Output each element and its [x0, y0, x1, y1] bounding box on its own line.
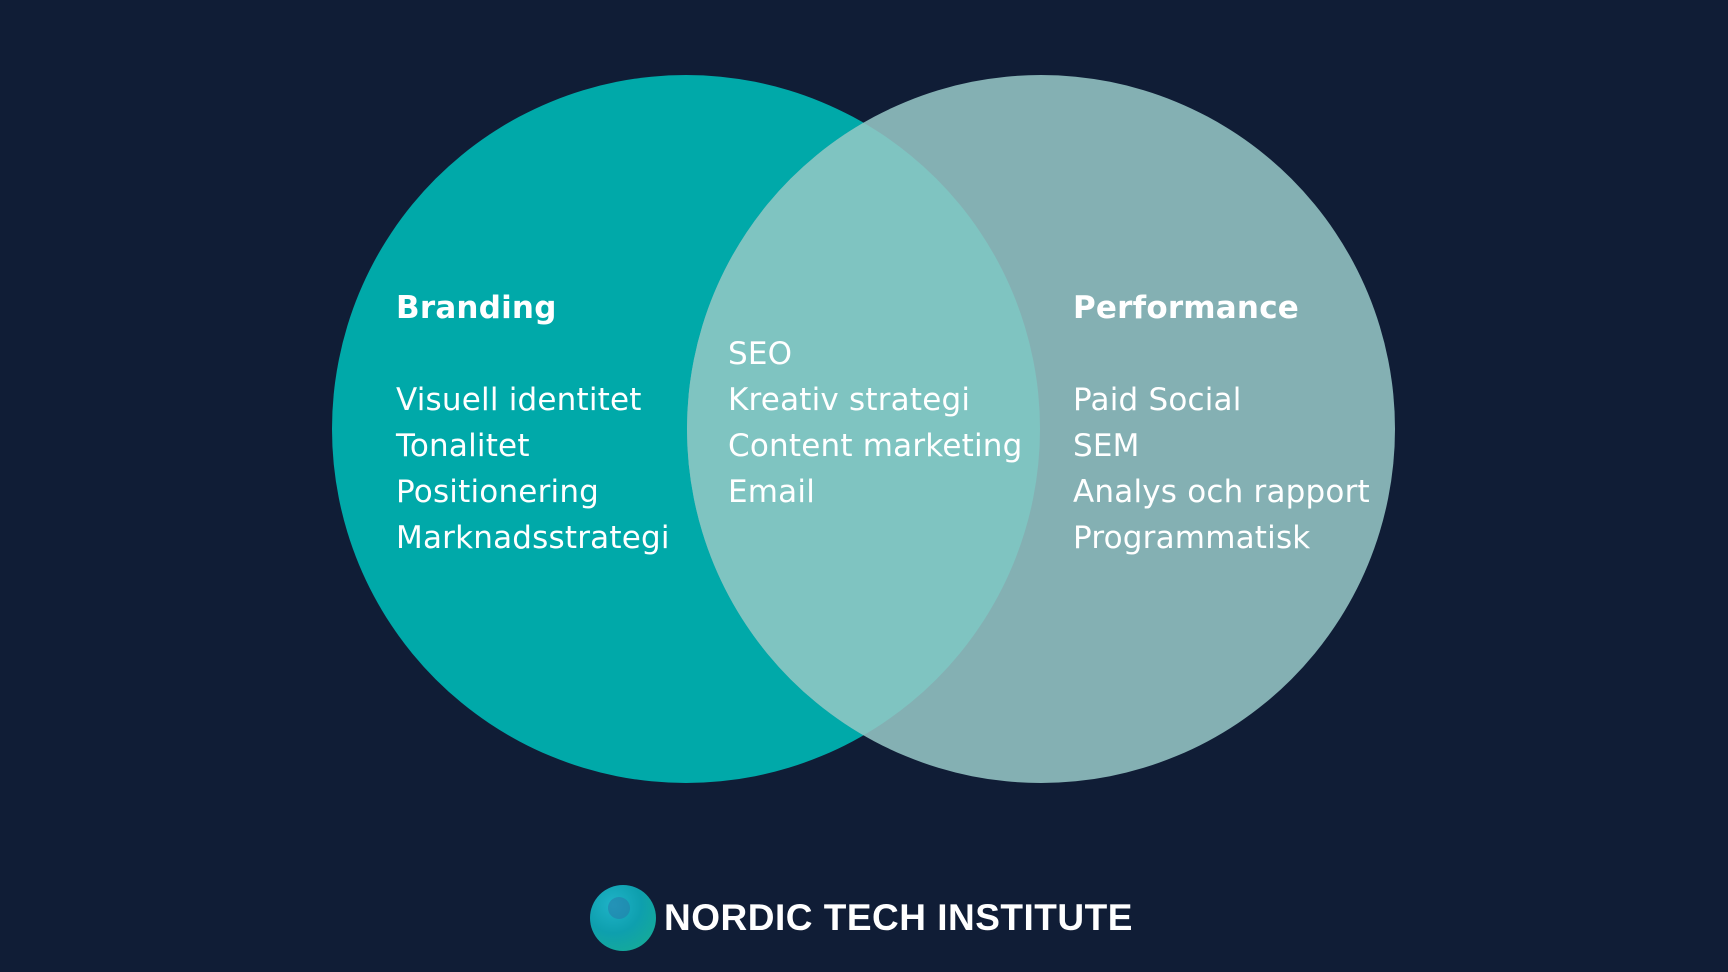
globe-logo-icon [590, 885, 656, 951]
right-set-title: Performance [1073, 290, 1299, 326]
overlap-labels: SEO Kreativ strategi Content marketing E… [728, 331, 1023, 515]
left-set-item: Marknadsstrategi [396, 520, 670, 556]
right-set-labels: Performance Paid Social SEM Analys och r… [1073, 285, 1370, 561]
left-set-item: Positionering [396, 474, 600, 510]
right-set-item: Paid Social [1073, 382, 1242, 418]
left-set-spacer [396, 331, 670, 377]
overlap-item: Kreativ strategi [728, 382, 971, 418]
right-set-item: SEM [1073, 428, 1140, 464]
overlap-item: Content marketing [728, 428, 1023, 464]
left-set-title: Branding [396, 290, 557, 326]
overlap-region [687, 75, 1040, 783]
right-set-item: Analys och rapport [1073, 474, 1370, 510]
left-set-labels: Branding Visuell identitet Tonalitet Pos… [396, 285, 670, 561]
left-set-item: Tonalitet [396, 428, 530, 464]
right-set-item: Programmatisk [1073, 520, 1311, 556]
right-set-spacer [1073, 331, 1370, 377]
brand-logo: NORDIC TECH INSTITUTE [590, 884, 1133, 952]
brand-logo-text: NORDIC TECH INSTITUTE [664, 897, 1133, 938]
overlap-item: SEO [728, 336, 793, 372]
overlap-item: Email [728, 474, 816, 510]
left-set-item: Visuell identitet [396, 382, 642, 418]
